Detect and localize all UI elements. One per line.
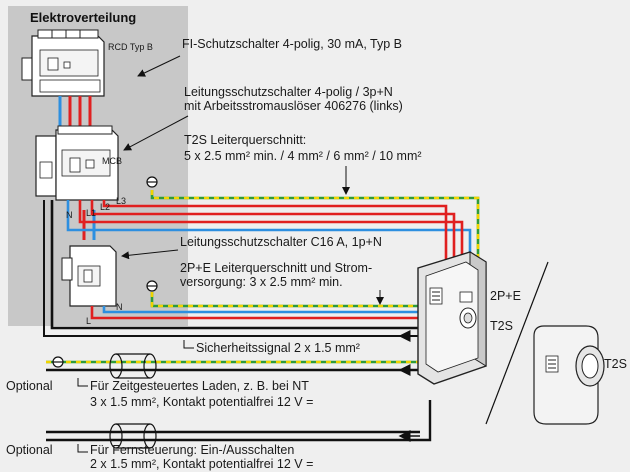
c16-breaker	[61, 210, 117, 307]
wire-label-l2: L2	[100, 202, 110, 212]
svg-text:3 x 1.5 mm², Kontakt potential: 3 x 1.5 mm², Kontakt potentialfrei 12 V …	[90, 395, 313, 409]
wire-label-l: L	[86, 316, 91, 326]
annotation-c16: Leitungsschutzschalter C16 A, 1p+N	[121, 235, 382, 260]
earth-wire-main	[150, 190, 480, 262]
divider-line	[485, 261, 549, 425]
wire-label-n2: N	[116, 302, 123, 312]
rcd-to-mcb-wires	[58, 96, 92, 130]
svg-text:Optional: Optional	[6, 379, 53, 393]
annotation-rcd: FI-Schutzschalter 4-polig, 30 mA, Typ B	[137, 37, 402, 77]
wire-label-l3: L3	[116, 196, 126, 206]
rcd-device: RCD Typ B	[21, 29, 153, 97]
wire-label-l1: L1	[86, 208, 96, 218]
black-cables	[43, 200, 420, 337]
svg-text:Leitungsschutzschalter C16 A,: Leitungsschutzschalter C16 A, 1p+N	[180, 235, 382, 249]
wallbox-t2s	[417, 251, 487, 385]
port-2pe-label: 2P+E	[490, 289, 521, 303]
svg-text:Leitungsschutzschalter 4-polig: Leitungsschutzschalter 4-polig / 3p+N	[184, 85, 393, 99]
rcd-tag: RCD Typ B	[108, 42, 153, 52]
svg-text:2P+E Leiterquerschnitt und Str: 2P+E Leiterquerschnitt und Strom-	[180, 261, 372, 275]
t2s-socket-inset	[533, 325, 605, 425]
annotation-optional-1: Optional Für Zeitgesteuertes Laden, z. B…	[6, 378, 313, 409]
svg-text:mit Arbeitsstromauslöser 40627: mit Arbeitsstromauslöser 406276 (links)	[184, 99, 403, 113]
earth-wire-supply	[150, 292, 430, 308]
t2s-main-label: T2S	[490, 319, 513, 333]
annotation-supply: 2P+E Leiterquerschnitt und Strom- versor…	[180, 261, 384, 305]
annotation-t2s-cross-section: T2S Leiterquerschnitt: 5 x 2.5 mm² min. …	[184, 133, 422, 195]
svg-text:T2S Leiterquerschnitt:: T2S Leiterquerschnitt:	[184, 133, 306, 147]
svg-text:Für Fernsteuerung: Ein-/Aussch: Für Fernsteuerung: Ein-/Ausschalten	[90, 443, 294, 457]
mcb-device: MCB	[35, 125, 122, 201]
svg-text:FI-Schutzschalter 4-polig, 30: FI-Schutzschalter 4-polig, 30 mA, Typ B	[182, 37, 402, 51]
svg-text:5 x 2.5 mm² min. / 4 mm² / 6 m: 5 x 2.5 mm² min. / 4 mm² / 6 mm² / 10 mm…	[184, 149, 422, 163]
svg-text:2 x 1.5 mm², Kontakt potential: 2 x 1.5 mm², Kontakt potentialfrei 12 V …	[90, 457, 313, 471]
mcb-tag: MCB	[102, 156, 122, 166]
annotation-optional-2: Optional Für Fernsteuerung: Ein-/Ausscha…	[6, 443, 313, 471]
svg-text:Sicherheitssignal 2 x 1.5 mm²: Sicherheitssignal 2 x 1.5 mm²	[196, 341, 360, 355]
t2s-inset-label: T2S	[604, 357, 627, 371]
svg-text:versorgung: 3 x 2.5 mm² min.: versorgung: 3 x 2.5 mm² min.	[180, 275, 343, 289]
panel-title: Elektroverteilung	[30, 10, 136, 25]
earth-symbol	[146, 280, 158, 292]
svg-text:Für Zeitgesteuertes Laden, z.: Für Zeitgesteuertes Laden, z. B. bei NT	[90, 379, 309, 393]
annotation-safety: Sicherheitssignal 2 x 1.5 mm²	[183, 340, 360, 355]
three-phase-wires	[66, 200, 472, 262]
earth-symbol	[146, 176, 158, 188]
wire-label-n: N	[66, 210, 73, 220]
annotation-mcb: Leitungsschutzschalter 4-polig / 3p+N mi…	[123, 85, 403, 151]
optional-cable-1	[46, 353, 420, 379]
optional-cable-2	[46, 423, 420, 449]
svg-text:Optional: Optional	[6, 443, 53, 457]
